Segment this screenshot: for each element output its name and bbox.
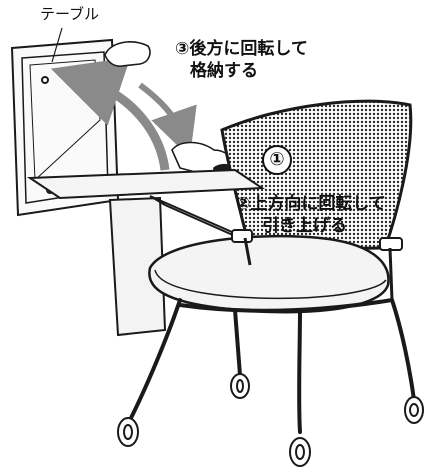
step1-marker: ① xyxy=(262,145,292,175)
rotation-arrow-icon xyxy=(138,82,197,158)
step3-text-line1: 後方に回転して xyxy=(189,39,308,59)
chair-back xyxy=(108,99,413,337)
writing-table xyxy=(26,168,266,241)
step2-text-line1: 上方向に回転して xyxy=(250,194,386,214)
step3-marker: ③ xyxy=(175,39,190,59)
table-pointer-line xyxy=(51,27,63,63)
chair-legs xyxy=(128,298,416,434)
chair-seat xyxy=(148,234,390,314)
step3-text-line2: 格納する xyxy=(190,61,258,81)
table-label: テーブル xyxy=(40,5,100,23)
step2-text-line2: 引き上げる xyxy=(262,216,347,236)
step2-marker: ② xyxy=(236,194,251,214)
chair-armrests xyxy=(231,229,403,301)
step3-instruction: ③後方に回転して xyxy=(175,39,308,60)
caster-wheel-icon xyxy=(117,373,424,467)
step2-instruction: ②上方向に回転して xyxy=(236,194,386,215)
